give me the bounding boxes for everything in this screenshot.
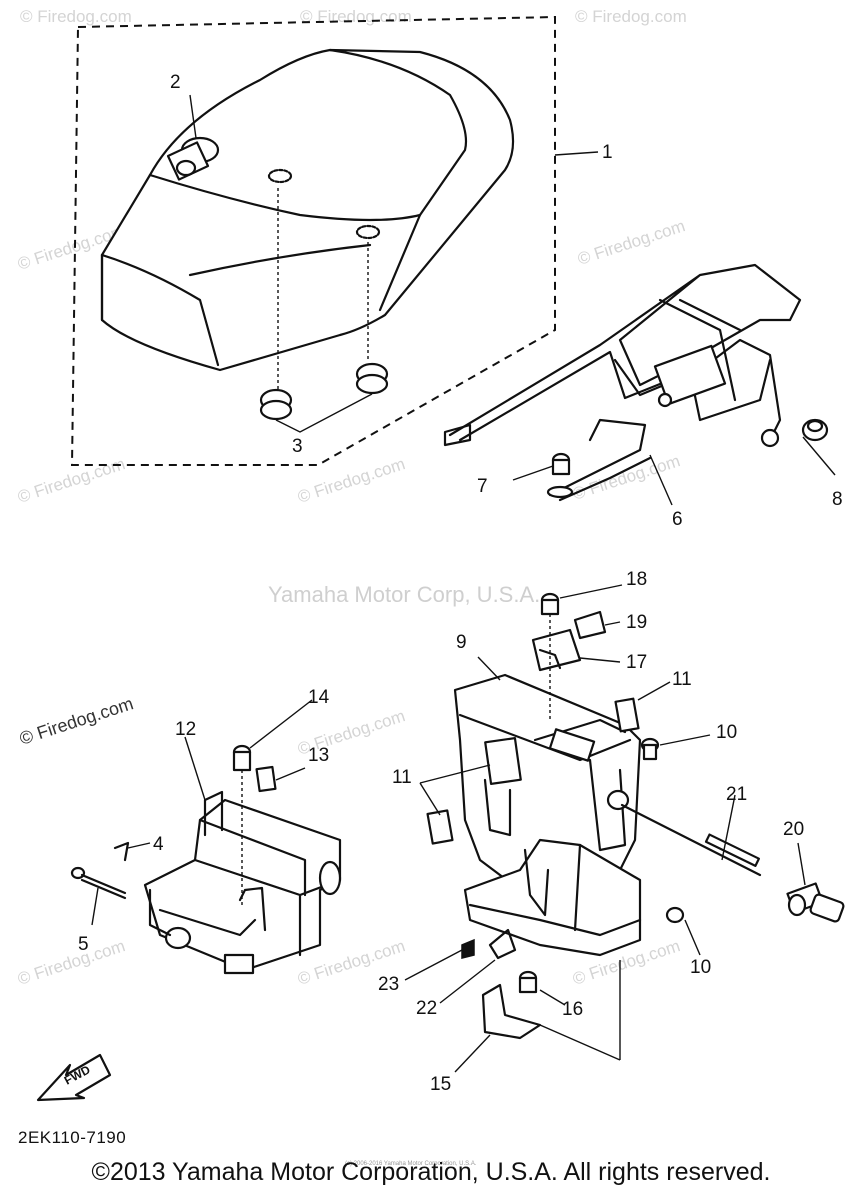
bolt-10: [640, 737, 660, 761]
pad-11: [426, 809, 454, 845]
watermark-yamaha: Yamaha Motor Corp, U.S.A.: [268, 582, 540, 607]
switch-20: [786, 882, 845, 923]
callout-11: 11: [392, 767, 412, 788]
diagram-code: 2EK110-7190: [18, 1128, 126, 1147]
pad-13: [255, 765, 277, 793]
bolt-14: [232, 744, 252, 905]
rod-21: [620, 803, 762, 877]
callout-16: 16: [562, 999, 583, 1020]
callout-14: 14: [308, 687, 330, 708]
rear-carrier: [443, 263, 836, 506]
callout-21: 21: [726, 784, 747, 805]
watermark-firedog: © Firedog.com: [575, 216, 687, 269]
small-notice: (c) 2006-2016 Yamaha Motor Corporation, …: [345, 1161, 477, 1167]
callout-20: 20: [783, 819, 804, 840]
battery-box: [404, 584, 845, 1073]
watermark-firedog: © Firedog.com: [295, 454, 407, 507]
bolt-10: [665, 906, 685, 924]
fwd-arrow: FWD: [36, 1053, 112, 1102]
clip-4: [113, 841, 130, 862]
plate-22: [488, 928, 517, 960]
pad-11: [614, 697, 640, 733]
seat-assembly: [70, 15, 599, 466]
seat-edge: [100, 253, 220, 367]
seat-body: [100, 48, 515, 372]
callout-11: 11: [672, 669, 692, 690]
callout-3: 3: [292, 436, 303, 457]
callout-2: 2: [170, 72, 181, 93]
seat-latch: [166, 136, 220, 181]
callout-1: 1: [602, 142, 613, 163]
callout-7: 7: [477, 476, 488, 497]
watermark-firedog: © Firedog.com: [20, 7, 132, 26]
bolt-16: [518, 970, 538, 994]
callout-8: 8: [832, 489, 843, 510]
callout-22: 22: [416, 998, 437, 1019]
clamp-23: [461, 938, 475, 959]
callout-12: 12: [175, 719, 196, 740]
clip-19: [573, 610, 607, 640]
callout-13: 13: [308, 745, 329, 766]
bolt-7: [546, 452, 574, 499]
bolt-18: [540, 592, 560, 616]
bracket-17: [531, 628, 582, 672]
callout-18: 18: [626, 569, 647, 590]
callout-10: 10: [716, 722, 737, 743]
left-bracket: [70, 699, 342, 975]
callout-23: 23: [378, 974, 399, 995]
watermark-firedog: © Firedog.com: [15, 936, 127, 989]
seat-holes: [267, 168, 381, 240]
seat-damper: [259, 362, 389, 421]
callouts: 2 1 3 7 6 8 18 19 9 17 11 14 12 10 13 11…: [78, 72, 843, 1095]
callout-6: 6: [672, 509, 683, 530]
callout-4: 4: [153, 834, 164, 855]
watermark-firedog: © Firedog.com: [300, 7, 412, 26]
seat-seam: [328, 48, 468, 312]
callout-5: 5: [78, 934, 89, 955]
seat-crease-lower: [188, 243, 372, 277]
callout-15: 15: [430, 1074, 451, 1095]
callout-17: 17: [626, 652, 647, 673]
watermark-firedog: © Firedog.com: [15, 454, 127, 507]
pin-5: [70, 866, 127, 900]
callout-19: 19: [626, 612, 647, 633]
copyright-footer: ©2013 Yamaha Motor Corporation, U.S.A. A…: [91, 1158, 771, 1186]
watermark-firedog-dark: © Firedog.com: [17, 693, 136, 749]
watermark-firedog: © Firedog.com: [575, 7, 687, 26]
seat-crease: [148, 173, 422, 222]
callout-10: 10: [690, 957, 711, 978]
callout-9: 9: [456, 632, 467, 653]
seat-group-outline: [70, 15, 556, 466]
nut-8: [801, 418, 829, 442]
